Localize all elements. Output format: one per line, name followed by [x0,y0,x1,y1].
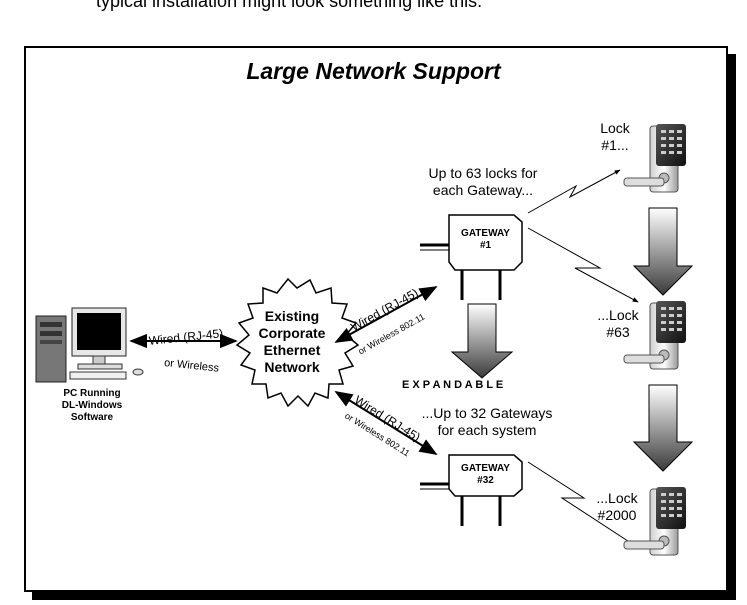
locks-note-line-1: Up to 63 locks for [428,165,538,181]
lock-expand-arrow-2 [632,384,694,472]
gateway-32-device [420,454,523,526]
lock-63-label: ...Lock #63 [590,307,646,341]
gateway-32-label: GATEWAY #32 [449,463,522,487]
cloud-line-1: Existing [264,308,320,324]
lock-1-label-line-2: #1... [601,137,629,153]
lock-63-device [623,301,686,370]
lock-1-label: Lock #1... [590,120,640,154]
gateway-1-label-line-2: #1 [479,240,492,251]
intro-text: typical installation might look somethin… [96,0,483,11]
lock-2000-device [623,487,686,556]
gateway-32-label-line-1: GATEWAY [461,463,510,474]
gateway-1-device [420,214,523,300]
gateway-32-label-line-2: #32 [477,475,494,486]
gateway-1-label-line-1: GATEWAY [461,228,510,239]
pc-caption-line-1: PC Running [63,388,121,399]
lock-expand-arrow-1 [632,207,694,296]
cloud-line-4: Network [264,359,320,375]
cloud-line-2: Corporate [258,325,326,341]
lock-1-device [623,124,686,193]
gateways-note-line-1: ...Up to 32 Gateways [421,405,553,421]
pc-caption: PC Running DL-Windows Software [42,388,142,424]
lock-2000-label-line-2: #2000 [597,507,637,523]
pc-caption-line-2: DL-Windows [61,400,123,411]
pc-icon [35,307,144,383]
cloud-label: Existing Corporate Ethernet Network [242,308,342,376]
lock-63-label-line-1: ...Lock [597,307,639,323]
gateways-note-line-2: for each system [437,422,537,438]
locks-per-gateway-note: Up to 63 locks for each Gateway... [398,165,568,199]
gateway-expand-arrow [450,303,514,379]
diagram-title: Large Network Support [246,58,501,84]
gateways-per-system-note: ...Up to 32 Gateways for each system [412,405,562,439]
cloud-line-3: Ethernet [263,342,321,358]
lock-1-label-line-1: Lock [600,120,630,136]
expandable-label: E X P A N D A B L E [402,379,504,391]
lock-63-label-line-2: #63 [606,324,630,340]
lock-2000-label-line-1: ...Lock [596,490,638,506]
lock-2000-label: ...Lock #2000 [588,490,646,524]
gateway-1-label: GATEWAY #1 [449,228,522,252]
pc-caption-line-3: Software [70,412,114,423]
locks-note-line-2: each Gateway... [432,182,534,198]
